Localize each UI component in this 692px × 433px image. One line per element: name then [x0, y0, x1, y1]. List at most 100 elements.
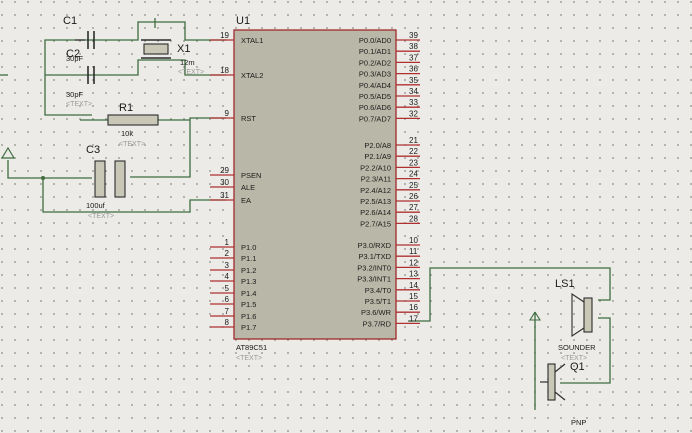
transistor-q1[interactable]: Q1 PNP — [529, 311, 586, 427]
pin-name: ALE — [241, 183, 255, 192]
pin-number: 34 — [409, 87, 418, 96]
c1-ref: C1 — [63, 15, 77, 27]
pin-name: P0.4/AD4 — [359, 81, 391, 90]
wire-xtal2-net — [45, 59, 226, 76]
pin-number: 32 — [409, 109, 418, 118]
pin-number: 9 — [225, 109, 230, 118]
wires — [0, 18, 611, 410]
pin-name: P0.1/AD1 — [359, 47, 391, 56]
pin-number: 27 — [409, 203, 418, 212]
pin-number: 19 — [220, 31, 229, 40]
wire-ea — [42, 178, 226, 213]
pin-name: PSEN — [241, 171, 261, 180]
chip-pin-left[interactable]: 7P1.6 — [210, 307, 256, 321]
crystal-x1[interactable]: X1 12m <TEXT> — [141, 39, 204, 76]
pin-name: P0.5/AD5 — [359, 92, 391, 101]
chip-u1[interactable]: U1 AT89C51 <TEXT> 19XTAL118XTAL29RST29PS… — [210, 15, 420, 362]
chip-pin-left[interactable]: 2P1.1 — [210, 249, 256, 263]
c1-value: 30pF — [66, 54, 84, 63]
pin-name: P1.6 — [241, 312, 256, 321]
resistor-r1[interactable]: R1 10k <TEXT> — [107, 102, 159, 148]
capacitor-c3[interactable]: C3 100uf <TEXT> — [86, 144, 126, 220]
ls1-value: SOUNDER — [558, 343, 596, 352]
pin-number: 29 — [220, 166, 229, 175]
pin-name: P2.1/A9 — [364, 152, 391, 161]
chip-pin-left[interactable]: 3P1.2 — [210, 261, 256, 275]
chip-pin-left[interactable]: 5P1.4 — [210, 284, 256, 298]
q1-arrow-icon — [529, 311, 541, 321]
pin-number: 24 — [409, 170, 418, 179]
q1-collector — [554, 363, 566, 373]
r1-text: <TEXT> — [119, 141, 145, 148]
pin-number: 35 — [409, 76, 418, 85]
pin-name: P0.3/AD3 — [359, 70, 391, 79]
sounder-ls1[interactable]: LS1 SOUNDER <TEXT> — [555, 278, 596, 362]
pin-number: 13 — [409, 270, 418, 279]
capacitor-c2[interactable]: C2 30pF <TEXT> — [66, 48, 95, 108]
pin-number: 33 — [409, 98, 418, 107]
pin-number: 14 — [409, 281, 418, 290]
chip-pin-left[interactable]: 8P1.7 — [210, 318, 256, 332]
c3-plate-a — [94, 160, 106, 198]
pin-name: P0.7/AD7 — [359, 114, 391, 123]
pin-name: XTAL2 — [241, 71, 263, 80]
pin-number: 10 — [409, 236, 418, 245]
r1-ref: R1 — [119, 102, 133, 114]
q1-value: PNP — [571, 418, 586, 427]
r1-value: 10k — [121, 129, 133, 138]
pin-number: 25 — [409, 181, 418, 190]
pin-number: 2 — [225, 249, 230, 258]
pin-name: P1.7 — [241, 323, 256, 332]
chip-text-placeholder: <TEXT> — [236, 355, 262, 362]
pin-name: EA — [241, 196, 251, 205]
chip-body — [233, 29, 397, 340]
chip-pin-left[interactable]: 1P1.0 — [210, 238, 256, 252]
pin-number: 12 — [409, 258, 418, 267]
pin-number: 15 — [409, 292, 418, 301]
pin-name: P3.7/RD — [363, 319, 392, 328]
pin-number: 23 — [409, 158, 418, 167]
pin-name: P2.4/A12 — [360, 186, 391, 195]
chip-pin-left[interactable]: 4P1.3 — [210, 272, 256, 286]
c3-plate-b — [114, 160, 126, 198]
chip-pin-left[interactable]: 6P1.5 — [210, 295, 256, 309]
pin-name: P2.7/A15 — [360, 219, 391, 228]
ls1-cone — [571, 292, 585, 338]
pin-name: RST — [241, 114, 256, 123]
pin-number: 6 — [225, 295, 230, 304]
chip-part-number: AT89C51 — [236, 343, 267, 352]
capacitor-c1[interactable]: C1 30pF — [63, 15, 95, 63]
